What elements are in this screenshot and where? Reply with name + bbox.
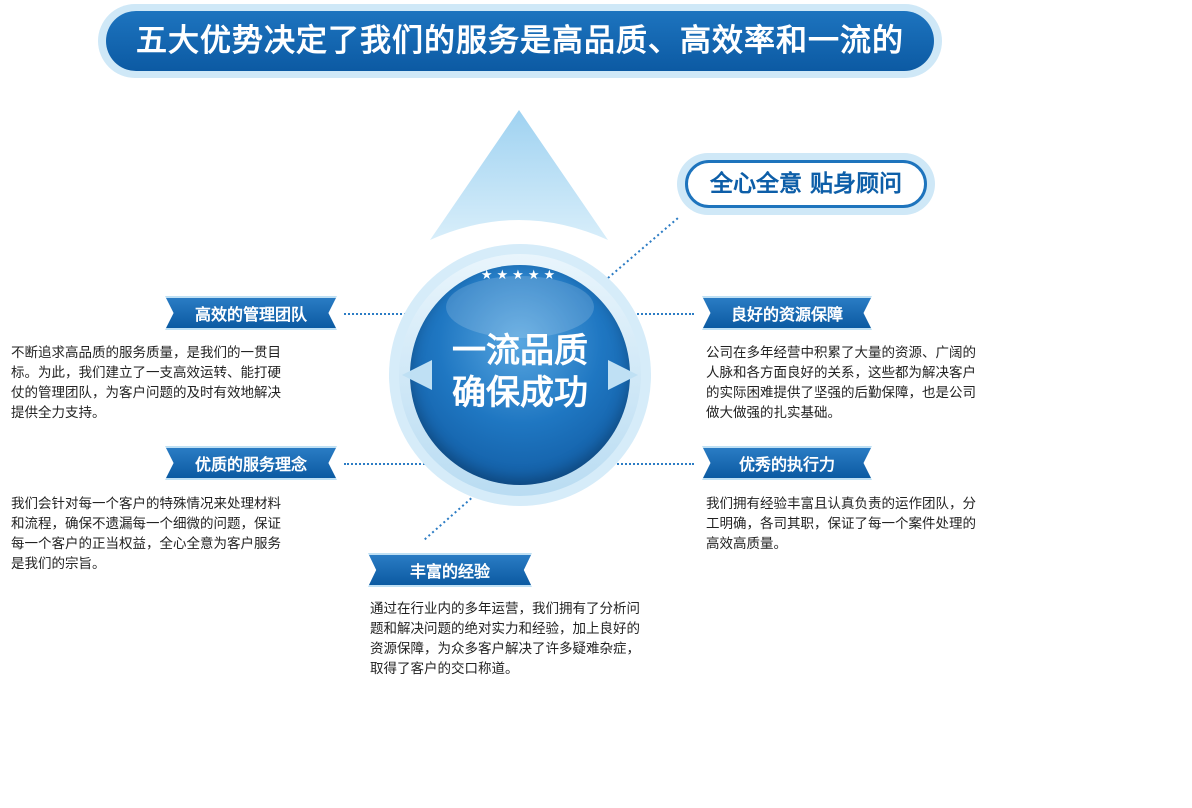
desc-experience: 通过在行业内的多年运营，我们拥有了分析问 题和解决问题的绝对实力和经验，加上良好… <box>370 601 640 677</box>
connector-line-left-bottom <box>344 463 456 465</box>
up-arrow-icon <box>430 110 608 240</box>
desc-resources: 公司在多年经营中积累了大量的资源、广阔的 人脉和各方面良好的关系，这些都为解决客… <box>706 345 976 421</box>
left-arrow-icon <box>402 360 432 390</box>
ribbon-execution: 优秀的执行力 <box>702 446 872 480</box>
desc-service-concept: 我们会针对每一个客户的特殊情况来处理材料 和流程，确保不遗漏每一个细微的问题，保… <box>11 496 281 572</box>
center-circle-gloss <box>446 276 594 338</box>
ribbon-resources: 良好的资源保障 <box>702 296 872 330</box>
connector-line-right-top <box>626 313 694 315</box>
ribbon-experience: 丰富的经验 <box>368 553 532 587</box>
connector-line-left-top <box>344 313 414 315</box>
right-arrow-icon <box>608 360 638 390</box>
ribbon-management-team: 高效的管理团队 <box>165 296 337 330</box>
slogan-pill: 全心全意 贴身顾问 <box>685 160 927 208</box>
desc-execution: 我们拥有经验丰富且认真负责的运作团队，分 工明确，各司其职，保证了每一个案件处理… <box>706 496 976 552</box>
desc-management-team: 不断追求高品质的服务质量，是我们的一贯目 标。为此，我们建立了一支高效运转、能打… <box>11 345 281 421</box>
star-icons: ★★★★★ <box>480 268 560 283</box>
title-banner: 五大优势决定了我们的服务是高品质、高效率和一流的 <box>106 11 934 71</box>
ribbon-service-concept: 优质的服务理念 <box>165 446 337 480</box>
center-circle <box>410 265 630 485</box>
center-title-line2: 确保成功 <box>452 373 588 413</box>
center-title-line1: 一流品质 <box>452 331 588 371</box>
center-title: 一流品质 确保成功 <box>410 330 630 414</box>
connector-line-right-bottom <box>590 463 694 465</box>
